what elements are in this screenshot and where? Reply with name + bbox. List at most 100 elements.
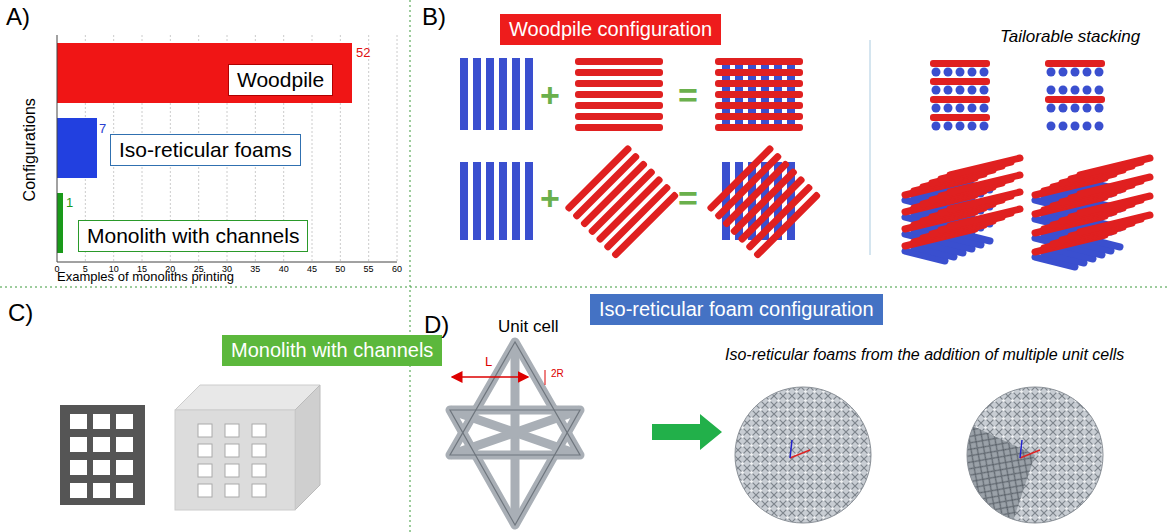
rod (950, 175, 1020, 192)
rod-end (1095, 104, 1104, 113)
axis-title: Examples of monoliths printing (57, 270, 234, 284)
bar-label-box: Monolith with channels (78, 220, 308, 252)
rod-end (1095, 68, 1104, 77)
rod-end (1095, 122, 1104, 131)
rod-end (968, 86, 977, 95)
rod (1080, 177, 1150, 194)
rod-end (968, 104, 977, 113)
node-text: Iso-reticular foams (119, 138, 292, 162)
bar-label-box: Iso-reticular foams (110, 134, 301, 166)
channel (198, 444, 212, 457)
rod (575, 91, 663, 98)
rod (737, 175, 806, 244)
rod-end (968, 122, 977, 131)
rod (460, 162, 468, 240)
rod (715, 91, 803, 98)
channel (198, 464, 212, 477)
rod (611, 191, 680, 260)
rod (715, 80, 803, 87)
grid-line (397, 35, 398, 262)
rod-end (1071, 104, 1080, 113)
rod (603, 183, 672, 252)
panel-letter: C) (8, 300, 33, 326)
rod-end (1047, 122, 1056, 131)
rod (525, 58, 533, 130)
channel (198, 424, 212, 437)
panel-header: Iso-reticular foam configuration (590, 294, 883, 325)
rod (715, 124, 803, 131)
rod (1080, 158, 1150, 175)
rod (1080, 215, 1150, 232)
rod-end (932, 104, 941, 113)
panel-letter: D) (424, 312, 449, 338)
rod-end (1047, 104, 1056, 113)
rod (525, 162, 533, 240)
panel-header: Monolith with channels (222, 335, 442, 366)
operator-symbol: + (540, 77, 560, 114)
rod (512, 162, 520, 240)
channel (252, 424, 266, 437)
channel (70, 437, 87, 452)
channel (93, 460, 110, 475)
rod (575, 58, 663, 65)
rod (715, 102, 803, 109)
rod-end (956, 68, 965, 77)
rod (715, 113, 803, 120)
rod-end (1083, 68, 1092, 77)
rod (575, 69, 663, 76)
bar-label-box: Woodpile (228, 64, 333, 96)
rod (512, 58, 520, 130)
rod-end (968, 68, 977, 77)
rod (745, 183, 814, 252)
rod (930, 78, 990, 85)
tick-label: 40 (279, 265, 289, 275)
rod (473, 58, 481, 130)
rod (499, 162, 507, 240)
rod (930, 60, 990, 67)
rod (950, 209, 1020, 226)
rod (715, 69, 803, 76)
rod-end (1047, 86, 1056, 95)
rod (460, 58, 468, 130)
channel (198, 484, 212, 497)
rod (715, 58, 803, 65)
panel-letter: B) (422, 4, 446, 30)
channel (225, 444, 239, 457)
channel (116, 414, 133, 429)
channel (225, 464, 239, 477)
rod-end (1071, 86, 1080, 95)
rod-end (1059, 104, 1068, 113)
panel-note: Unit cell (498, 318, 558, 337)
rod (486, 162, 494, 240)
dimension-label: 2R (551, 368, 564, 379)
rod-layer (706, 144, 821, 259)
rod-end (980, 68, 989, 77)
rod-end (1059, 122, 1068, 131)
tick-label: 35 (250, 265, 260, 275)
tick-label: 50 (335, 265, 345, 275)
rod-end (944, 104, 953, 113)
rod-end (1059, 68, 1068, 77)
channel (252, 444, 266, 457)
rod-end (944, 68, 953, 77)
rod-end (1095, 86, 1104, 95)
rod-end (980, 86, 989, 95)
channel (70, 483, 87, 498)
rod-end (932, 68, 941, 77)
dimension-label: L (485, 355, 492, 369)
channel (225, 484, 239, 497)
rod (930, 114, 990, 121)
rod (753, 191, 822, 260)
rod (575, 124, 663, 131)
rod (575, 80, 663, 87)
tick-label: 60 (392, 265, 402, 275)
rod-end (1083, 104, 1092, 113)
rod-layer (564, 144, 679, 259)
channel (252, 484, 266, 497)
rod (930, 96, 990, 103)
channel (70, 414, 87, 429)
operator-symbol: = (678, 77, 698, 114)
rod-end (944, 122, 953, 131)
channel (116, 483, 133, 498)
